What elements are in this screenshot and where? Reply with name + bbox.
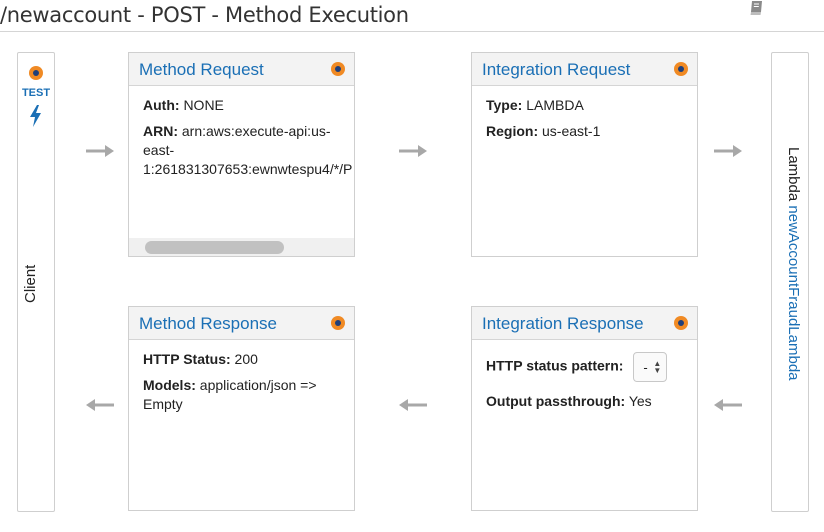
http-status-label: HTTP Status: [143,351,231,367]
status-pattern-value: - [643,360,648,375]
integration-request-header: Integration Request [472,53,697,86]
output-passthrough-label: Output passthrough: [486,393,626,409]
status-dot-icon [331,62,345,76]
type-value: LAMBDA [526,97,584,113]
client-label: Client [22,264,39,303]
method-request-body: Auth: NONE ARN: arn:aws:execute-api:us- … [129,86,354,179]
arrow-right-icon [399,145,427,157]
page-title: /newaccount - POST - Method Execution [0,3,409,27]
lambda-label: Lambda newAccountFraudLambda [785,147,802,381]
auth-value: NONE [183,97,224,113]
test-link[interactable]: TEST [21,87,51,99]
status-dot-icon [674,316,688,330]
region-value: us-east-1 [542,123,601,139]
arrow-left-icon [86,399,114,411]
status-pattern-select[interactable]: - ▲▼ [633,352,668,382]
arn-label: ARN: [143,123,178,139]
integration-response-card: Integration Response HTTP status pattern… [471,306,698,511]
arrow-right-icon [86,145,114,157]
auth-label: Auth: [143,97,180,113]
documentation-icon[interactable] [748,0,766,16]
models-value-cont: Empty [143,396,183,412]
integration-request-card: Integration Request Type: LAMBDA Region:… [471,52,698,257]
arn-value-line2: east- [143,142,175,158]
method-response-card: Method Response HTTP Status: 200 Models:… [128,306,355,511]
lambda-panel: Lambda newAccountFraudLambda [771,52,809,512]
client-panel: TEST Client [17,52,55,512]
region-label: Region: [486,123,539,139]
status-pattern-label: HTTP status pattern: [486,357,624,374]
arn-value-line3: 1:261831307653:ewnwtespu4/*/P [143,161,353,177]
http-status-value: 200 [234,351,258,367]
lambda-function-link[interactable]: newAccountFraudLambda [785,205,802,381]
arn-value-line1: arn:aws:execute-api:us- [181,123,331,139]
status-dot-icon [674,62,688,76]
status-dot-icon [331,316,345,330]
status-dot-icon [29,66,43,80]
method-response-header: Method Response [129,307,354,340]
arrow-left-icon [399,399,427,411]
arrow-right-icon [714,145,742,157]
method-response-title[interactable]: Method Response [139,314,277,333]
lightning-icon[interactable] [28,105,44,127]
output-passthrough-value: Yes [628,393,652,409]
integration-response-body: HTTP status pattern: - ▲▼ Output passthr… [472,340,697,411]
arrow-left-icon [714,399,742,411]
integration-response-title[interactable]: Integration Response [482,314,644,333]
horizontal-scrollbar[interactable] [129,238,354,256]
method-request-header: Method Request [129,53,354,86]
integration-request-body: Type: LAMBDA Region: us-east-1 [472,86,697,141]
integration-response-header: Integration Response [472,307,697,340]
lambda-prefix: Lambda [785,147,802,202]
models-value: application/json => [199,377,317,393]
type-label: Type: [486,97,523,113]
models-label: Models: [143,377,196,393]
method-request-title[interactable]: Method Request [139,60,264,79]
method-response-body: HTTP Status: 200 Models: application/jso… [129,340,354,414]
integration-request-title[interactable]: Integration Request [482,60,631,79]
title-divider [0,31,824,32]
select-arrows-icon: ▲▼ [653,359,662,375]
scrollbar-thumb[interactable] [145,241,284,254]
method-request-card: Method Request Auth: NONE ARN: arn:aws:e… [128,52,355,257]
